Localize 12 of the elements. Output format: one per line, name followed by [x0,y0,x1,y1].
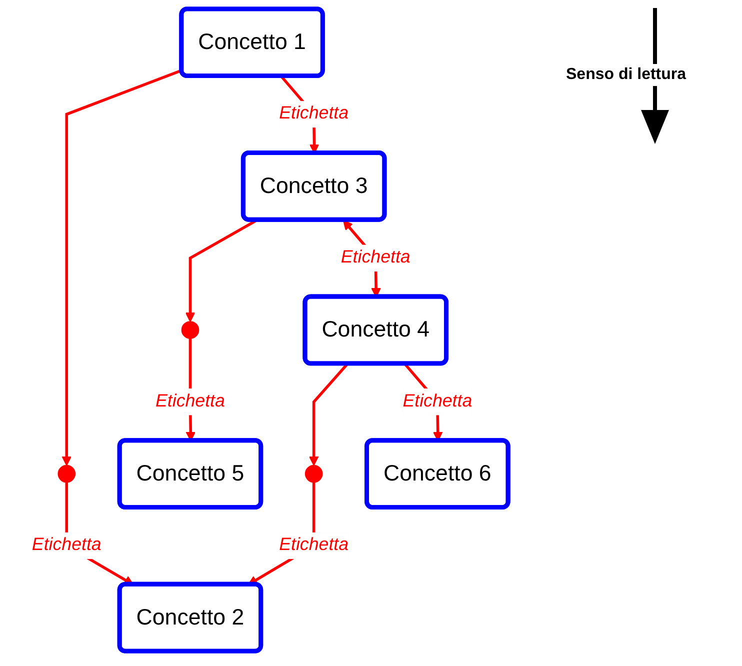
edge-label: Etichetta [32,536,102,555]
edge-label: Etichetta [156,392,225,411]
node-circle [304,464,323,483]
node-circle [58,464,76,483]
arrow [308,363,348,466]
node-circle [181,321,200,339]
edge-label: Etichetta [402,392,472,411]
direction-label: Senso di lettura [566,64,686,86]
edge-label: Etichetta [279,536,349,555]
edge-label: Etichetta [279,104,349,124]
edge-label: Etichetta [340,248,410,268]
arrow [62,69,182,466]
